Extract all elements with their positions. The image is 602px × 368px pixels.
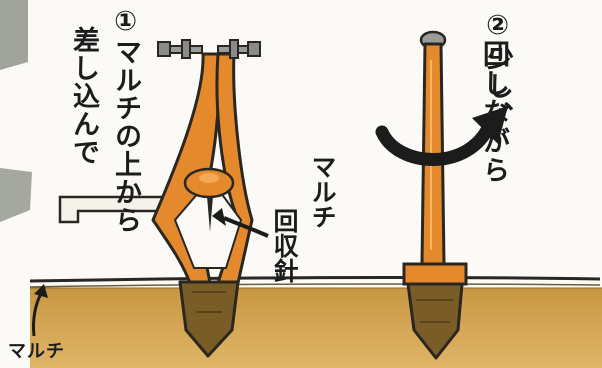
ground-pointer-arrow bbox=[32, 284, 48, 337]
step1-label: ①マルチの上から bbox=[110, 6, 141, 234]
step1-number: ① bbox=[110, 6, 141, 38]
mulch-film bbox=[29, 276, 601, 288]
needle-pointer-arrow bbox=[212, 208, 269, 238]
rotation-arrow bbox=[375, 106, 508, 166]
step2-continued-label: 回しながら bbox=[478, 40, 509, 185]
mulch-collector-tool bbox=[151, 39, 261, 358]
soil bbox=[30, 288, 602, 368]
step2-number: ② bbox=[482, 10, 513, 43]
step2-text: 少し、 bbox=[482, 43, 513, 130]
ground-label: マルチ bbox=[8, 341, 65, 362]
step1-text: マルチの上から bbox=[110, 38, 141, 234]
tool-name-line1: マルチ bbox=[308, 154, 337, 229]
tool-name-line2: 回収針 bbox=[270, 208, 299, 283]
spade-tool bbox=[402, 30, 468, 360]
background-scenery bbox=[0, 0, 32, 222]
step2-label: ②少し、 bbox=[482, 10, 513, 130]
step1-continued-label: 差し込んで bbox=[68, 26, 99, 166]
